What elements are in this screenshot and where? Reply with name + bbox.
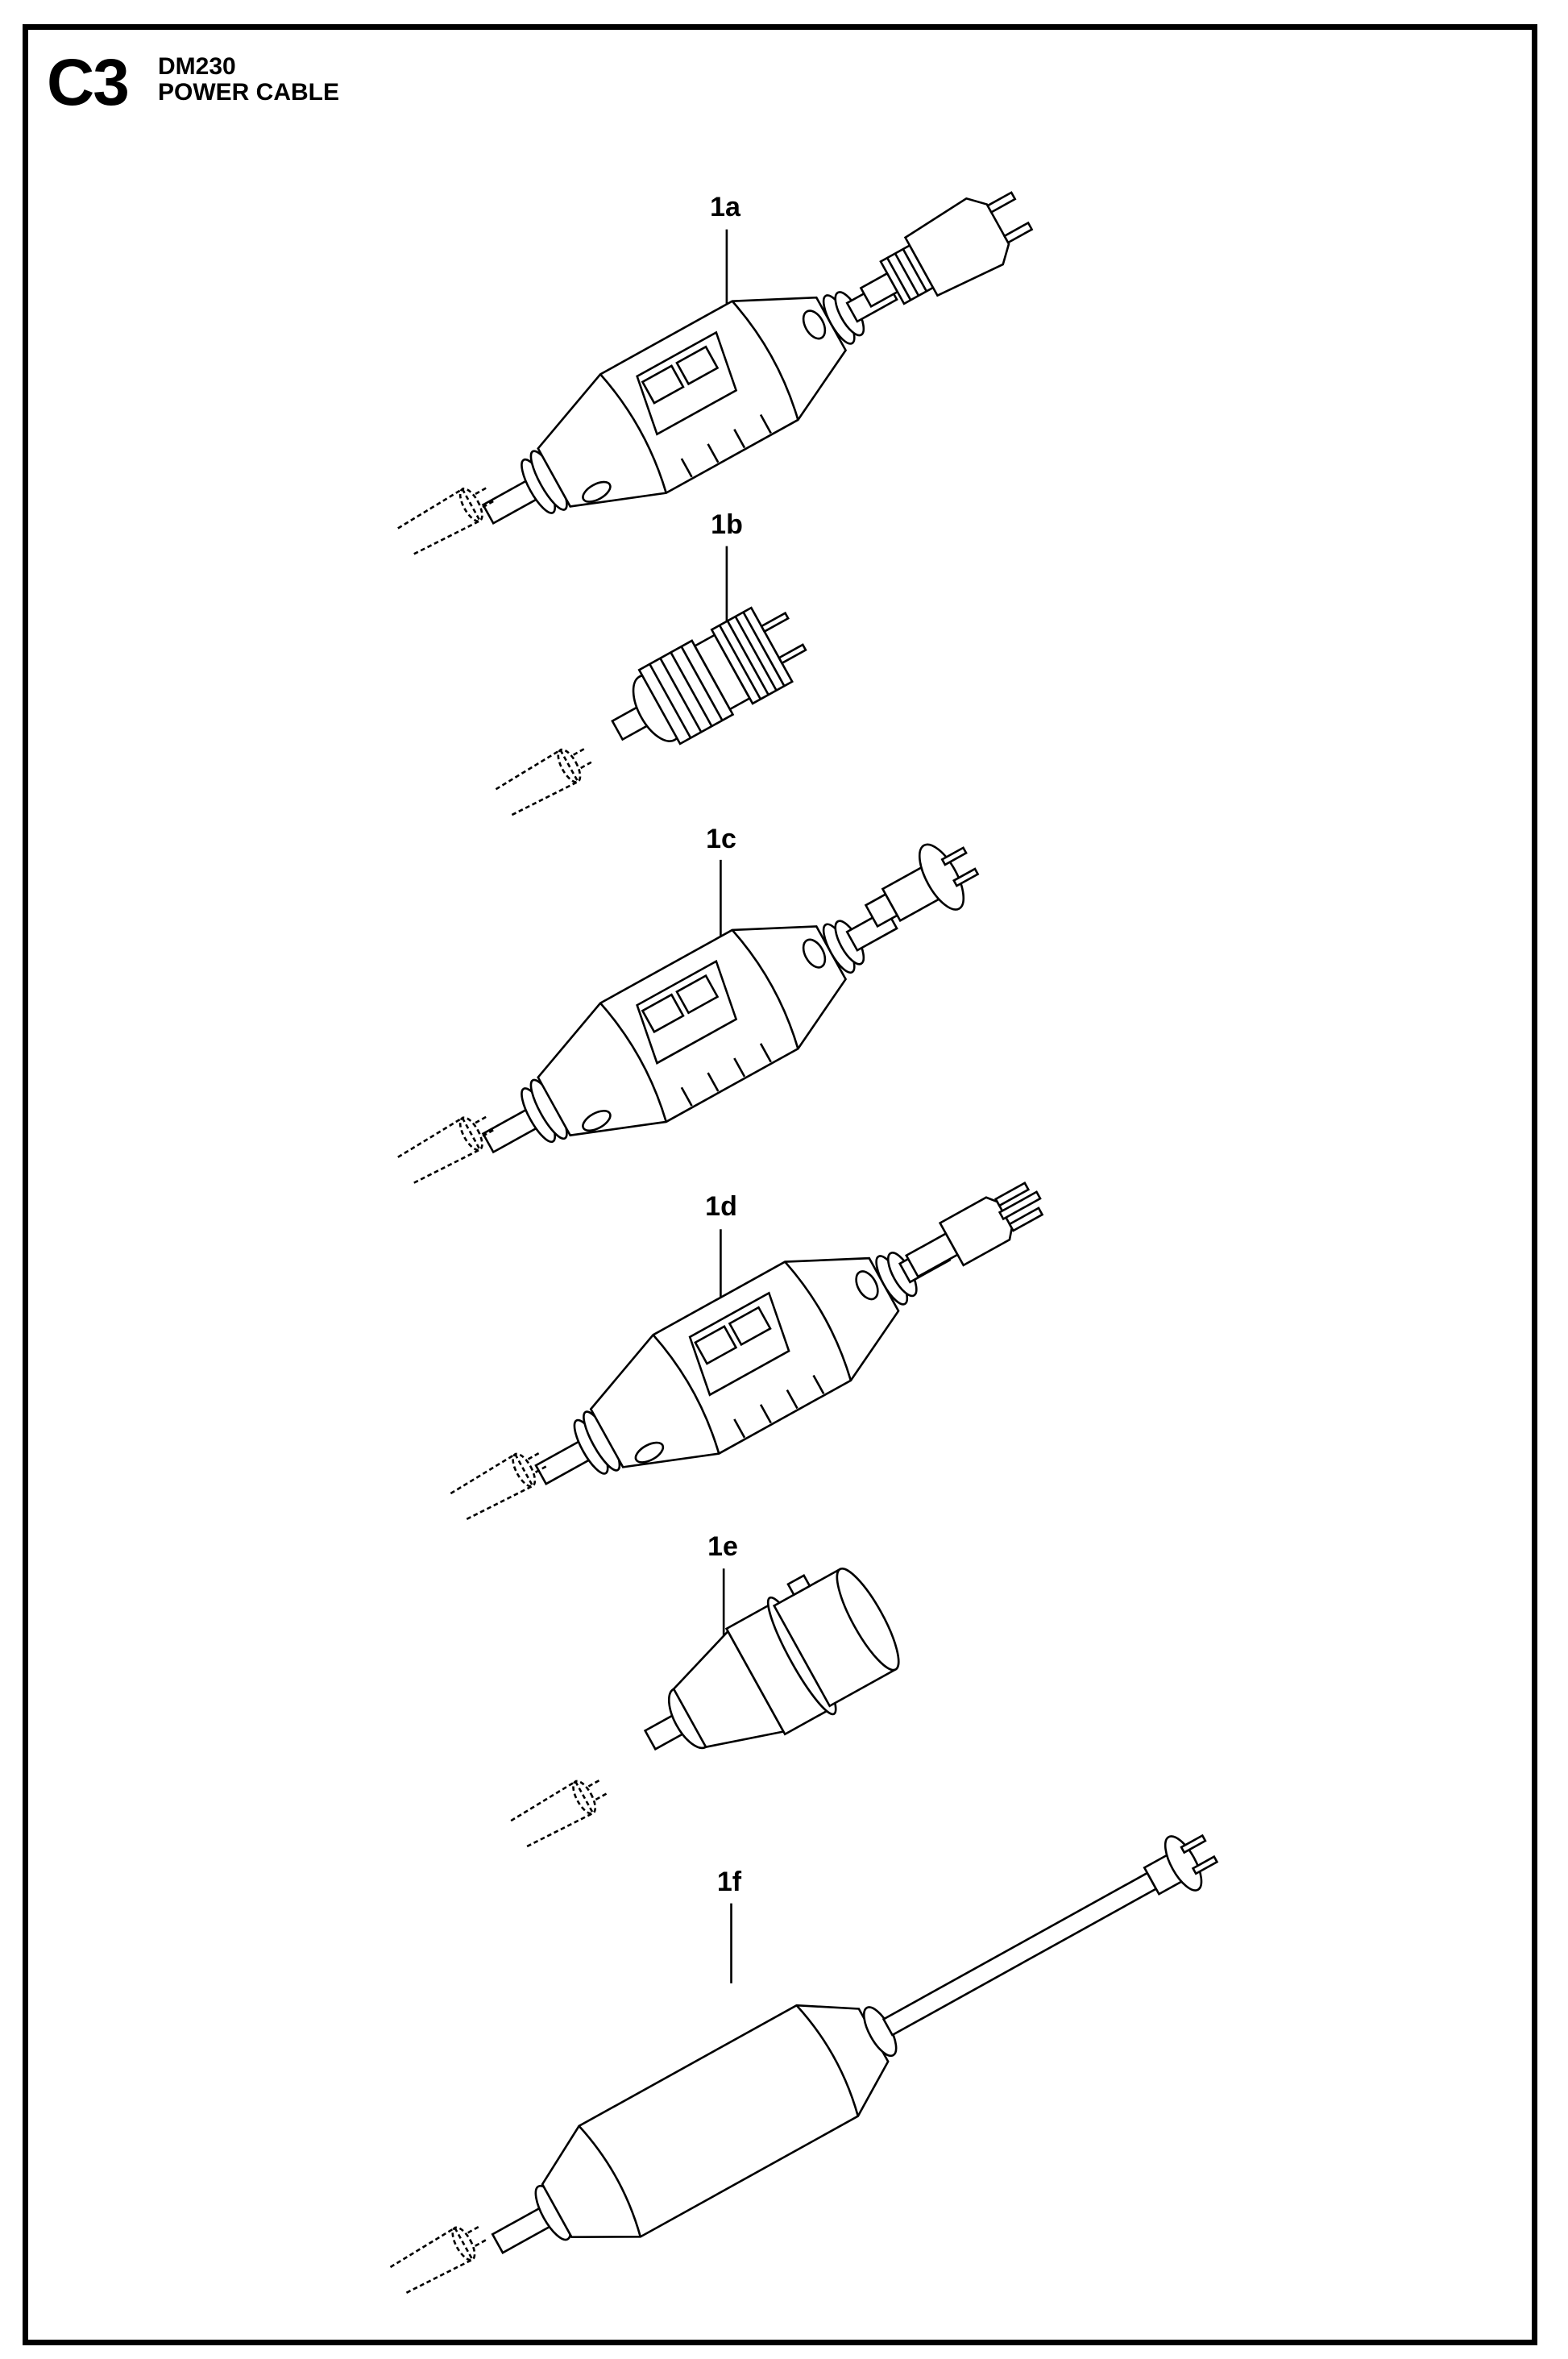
section-code: C3 — [47, 46, 130, 119]
page-title: POWER CABLE — [158, 79, 339, 106]
part-1f-drawing — [388, 1834, 1219, 2298]
part-label-1d: 1d — [705, 1191, 737, 1222]
page-frame — [23, 24, 1537, 2345]
model-name: DM230 — [158, 53, 236, 80]
part-1e-drawing — [508, 1568, 900, 1851]
part-1c-drawing — [395, 843, 980, 1204]
part-label-1e: 1e — [707, 1531, 738, 1562]
part-label-1c: 1c — [706, 824, 736, 854]
part-label-1a: 1a — [710, 192, 740, 222]
part-label-1b: 1b — [711, 509, 743, 540]
part-1a-drawing — [395, 191, 1034, 575]
part-label-1f: 1f — [716, 1867, 742, 1897]
part-1d-drawing — [448, 1182, 1044, 1535]
part-1b-drawing — [493, 606, 807, 820]
